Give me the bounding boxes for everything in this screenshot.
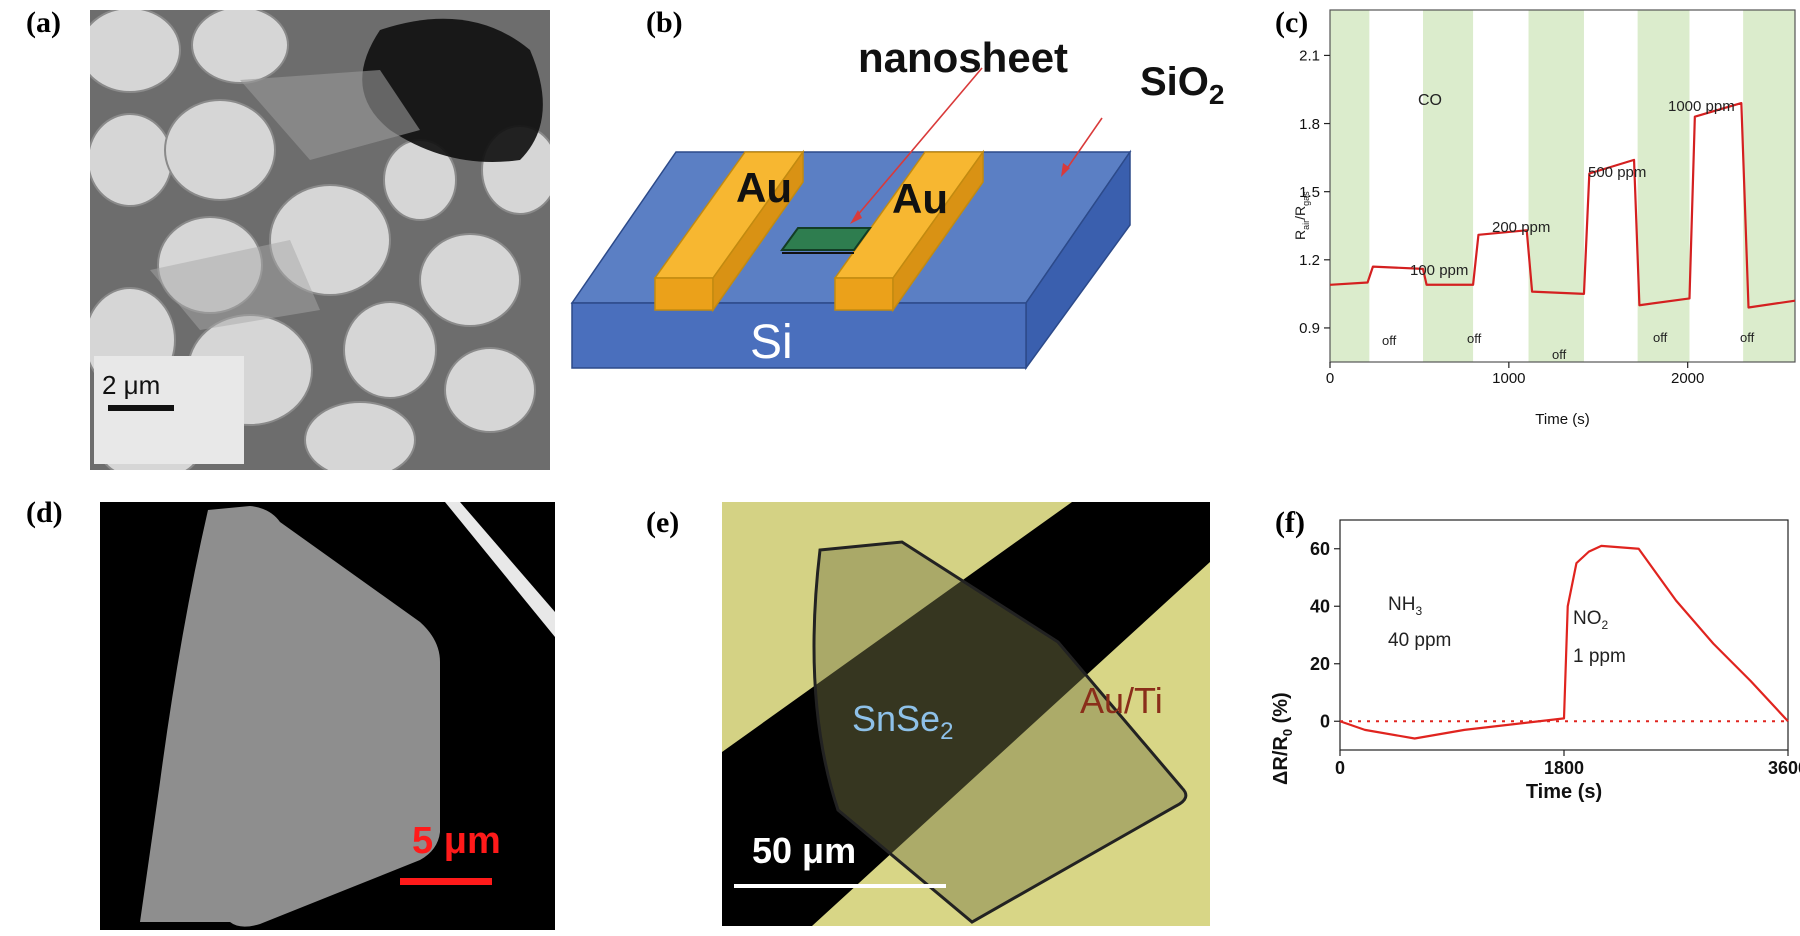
y-tick-label: 0 bbox=[1320, 712, 1330, 732]
conc-label-100: 100 ppm bbox=[1410, 262, 1469, 279]
conc-label-500: 500 ppm bbox=[1588, 164, 1647, 181]
x-tick-label: 1800 bbox=[1544, 758, 1584, 778]
au-ti-electrode-bottom bbox=[812, 562, 1210, 926]
no2-main: NO bbox=[1573, 608, 1602, 629]
c-ylabel-sub-gas: gas bbox=[1300, 191, 1311, 206]
y-tick-label: 1.5 bbox=[1299, 184, 1320, 201]
series-line bbox=[1329, 102, 1796, 309]
x-tick-label: 0 bbox=[1326, 370, 1334, 387]
panel-label-c: (c) bbox=[1275, 6, 1309, 39]
y-tick-label: 0.9 bbox=[1299, 320, 1320, 337]
scale-bar-e bbox=[734, 884, 946, 888]
y-tick-label: 1.2 bbox=[1299, 252, 1320, 269]
au-label-right: Au bbox=[892, 175, 948, 222]
shaded-interval bbox=[1637, 10, 1690, 362]
shaded-interval bbox=[1330, 10, 1370, 362]
snse2-main: SnSe bbox=[852, 698, 941, 739]
co-gas-label: CO bbox=[1418, 92, 1442, 109]
off-label-2: off bbox=[1467, 331, 1482, 346]
nanosheet-flake-d bbox=[140, 506, 440, 927]
sio2-main: SiO bbox=[1140, 60, 1209, 104]
scale-bar-label-e: 50 μm bbox=[752, 830, 857, 871]
x-axis-label: Time (s) bbox=[1526, 781, 1602, 803]
no2-conc-label: 1 ppm bbox=[1573, 646, 1626, 667]
si-label: Si bbox=[750, 316, 793, 369]
plot-frame bbox=[1329, 9, 1796, 363]
x-axis-label: Time (s) bbox=[1535, 411, 1589, 428]
y-tick-label: 60 bbox=[1310, 539, 1330, 559]
nh3-subscript: 3 bbox=[1415, 603, 1423, 618]
x-tick-label: 0 bbox=[1335, 758, 1345, 778]
c-ylabel-r: R bbox=[1292, 229, 1308, 240]
nh3-conc-label: 40 ppm bbox=[1388, 630, 1452, 651]
panel-d-micrograph: 5 μm bbox=[100, 502, 555, 930]
nh3-label: NH3 bbox=[1388, 594, 1422, 618]
scale-bar-label-a: 2 μm bbox=[102, 370, 161, 400]
sio2-label: SiO2 bbox=[1140, 60, 1224, 111]
shaded-interval bbox=[1743, 10, 1795, 362]
x-tick-label: 2000 bbox=[1671, 370, 1704, 387]
wire-edge bbox=[445, 502, 555, 637]
scale-bar-a bbox=[108, 405, 174, 411]
panel-a-micrograph: 2 μm bbox=[79, 6, 559, 481]
conc-label-1000: 1000 ppm bbox=[1668, 98, 1735, 115]
scale-bar-label-d: 5 μm bbox=[412, 820, 501, 862]
nanosheet-label: nanosheet bbox=[858, 34, 1069, 81]
panel-label-e: (e) bbox=[646, 506, 680, 539]
si-substrate bbox=[571, 302, 1027, 369]
panel-label-a: (a) bbox=[26, 6, 61, 39]
au-ti-label: Au/Ti bbox=[1080, 680, 1163, 721]
snse2-subscript: 2 bbox=[940, 718, 954, 746]
series-line bbox=[1339, 544, 1789, 740]
panel-b-schematic: nanosheet SiO2 Au Au Si bbox=[560, 10, 1250, 380]
off-label-4: off bbox=[1653, 330, 1668, 345]
y-tick-label: 1.8 bbox=[1299, 116, 1320, 133]
y-tick-label: 2.1 bbox=[1299, 48, 1320, 65]
shaded-interval bbox=[1528, 10, 1584, 362]
c-ylabel: Rair/Rgas bbox=[1292, 191, 1311, 240]
nh3-main: NH bbox=[1388, 594, 1416, 615]
off-label-1: off bbox=[1382, 333, 1397, 348]
nanosheet-arrow bbox=[855, 67, 983, 218]
panel-label-b: (b) bbox=[646, 6, 683, 39]
shaded-interval bbox=[1423, 10, 1474, 362]
off-label-5: off bbox=[1740, 330, 1755, 345]
snse2-flake bbox=[812, 540, 1188, 924]
nanosheet-flake bbox=[780, 227, 872, 251]
panel-label-d: (d) bbox=[26, 496, 63, 529]
no2-subscript: 2 bbox=[1601, 617, 1609, 632]
au-ti-electrode-top bbox=[722, 502, 1072, 752]
tem-image bbox=[79, 6, 559, 481]
x-tick-label: 1000 bbox=[1492, 370, 1525, 387]
conc-label-200: 200 ppm bbox=[1492, 219, 1551, 236]
f-ylabel: ΔR/R0 (%) bbox=[1270, 692, 1295, 785]
scale-bar-d bbox=[400, 878, 492, 885]
panel-label-f: (f) bbox=[1275, 506, 1305, 539]
off-label-3: off bbox=[1552, 347, 1567, 362]
y-tick-label: 20 bbox=[1310, 654, 1330, 674]
c-ylabel-sub-air: air bbox=[1300, 219, 1311, 230]
no2-label: NO2 bbox=[1573, 608, 1608, 632]
sio2-subscript: 2 bbox=[1208, 79, 1225, 110]
panel-e-optical: SnSe2 Au/Ti 50 μm bbox=[722, 502, 1210, 926]
sio2-arrow bbox=[1065, 117, 1103, 171]
snse2-label: SnSe2 bbox=[852, 698, 953, 746]
au-label-left: Au bbox=[736, 164, 792, 211]
c-ylabel-slash: /R bbox=[1292, 205, 1308, 220]
y-tick-label: 40 bbox=[1310, 597, 1330, 617]
